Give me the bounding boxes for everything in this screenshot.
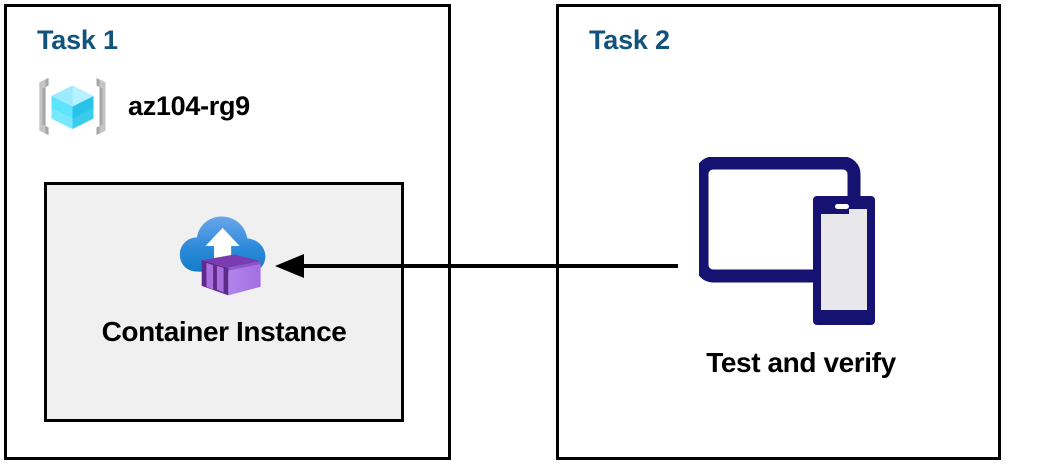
task-1-title: Task 1 <box>37 25 118 55</box>
resource-group-label: az104-rg9 <box>128 91 250 121</box>
task-2-panel: Task 2 Test and verify <box>556 4 1001 460</box>
container-instance-label: Container Instance <box>101 316 347 347</box>
resource-group-row: az104-rg9 <box>35 69 250 144</box>
test-and-verify-group: Test and verify <box>681 157 921 379</box>
arrow-task2-to-container-instance <box>275 254 678 278</box>
azure-resource-group-icon <box>39 77 106 136</box>
azure-container-instance-icon <box>179 216 265 296</box>
task-1-panel: Task 1 <box>4 4 451 460</box>
test-and-verify-label: Test and verify <box>706 347 896 378</box>
container-instance-box: Container Instance <box>44 182 404 422</box>
tablet-and-phone-icon <box>698 157 875 325</box>
task-2-title: Task 2 <box>589 25 670 55</box>
